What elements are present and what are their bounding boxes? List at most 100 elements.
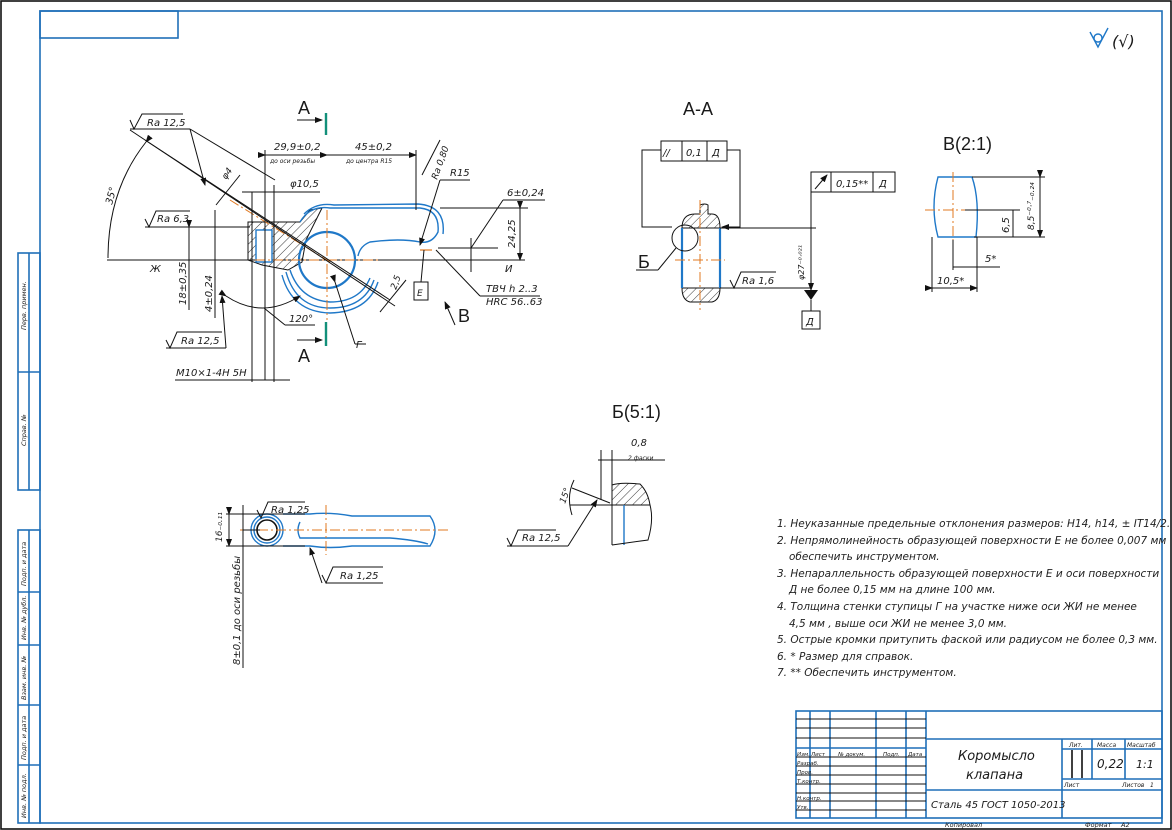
dim-phi4: φ4	[220, 166, 235, 182]
tol2-value: 0,15**	[836, 179, 868, 190]
detail-b: Б(5:1) 0,8 2 фаски 15° Ra 12,5	[506, 402, 665, 548]
stamp-header: № докум.	[837, 752, 865, 758]
view-v: В(2:1) 6,5 8,5⁻⁰·⁷₋₀.₂₄ 5* 10,5*	[925, 134, 1045, 292]
mass-label: Масса	[1097, 742, 1116, 749]
angle-35: 35°	[104, 186, 119, 206]
side-label: Инв. № дубл.	[20, 596, 28, 640]
sheets-label: Листов	[1121, 782, 1145, 789]
stamp-header: Дата	[907, 752, 923, 758]
side-label: Перв. примен.	[20, 281, 28, 330]
dim-45-note: до центра R15	[345, 158, 392, 165]
note-2: 2. Непрямолинейность образующей поверхно…	[777, 534, 1167, 547]
stamp-header: Подп.	[883, 752, 900, 758]
dim-29-9-note: до оси резьбы	[269, 158, 315, 165]
note-4-cont: 4,5 мм , выше оси ЖИ не менее 3,0 мм.	[789, 617, 1008, 630]
dim-6-5: 6,5	[1001, 217, 1012, 233]
lit-label: Лит.	[1068, 742, 1083, 749]
angle-15: 15°	[558, 487, 573, 505]
note-2-cont: обеспечить инструментом.	[789, 551, 940, 564]
top-left-stamp-box	[39, 10, 179, 39]
side-label: Справ. №	[20, 414, 28, 446]
dim-45: 45±0,2	[355, 142, 392, 153]
side-stamp: Перв. примен. Справ. № Подп. и дата Инв.…	[17, 252, 41, 824]
view-b-arrow	[444, 301, 456, 326]
note-5: 5. Острые кромки притупить фаской или ра…	[777, 634, 1158, 647]
thread-spec: M10×1-4H 5H	[176, 368, 247, 379]
section-mark-bottom: А	[298, 346, 310, 366]
view-v-title: В(2:1)	[943, 134, 992, 154]
ra-6-3: Ra 6,3	[157, 214, 189, 225]
stamp-header: Лист	[810, 752, 826, 758]
copied-label: Копировал	[945, 821, 982, 829]
note-4: 4. Толщина стенки ступицы Г на участке н…	[777, 600, 1137, 613]
main-view: А А 35° Ra 12,5 φ4	[104, 98, 545, 382]
dim-10-5: 10,5*	[937, 276, 964, 287]
section-aa-title: А-А	[683, 99, 713, 119]
runout-icon	[814, 174, 828, 190]
ra-0-80: Ra 0,80	[430, 145, 451, 181]
note-1: 1. Неуказанные предельные отклонения раз…	[777, 518, 1171, 530]
ra-1-25-bottom: Ra 1,25	[340, 571, 379, 582]
ra-top: Ra 12,5	[147, 118, 186, 129]
dim-height: 8,5⁻⁰·⁷₋₀.₂₄	[1027, 182, 1037, 230]
dim-note: 2 фаски	[628, 455, 653, 462]
note-3: 3. Непараллельность образующей поверхнос…	[777, 567, 1160, 580]
dim-6: 6±0,24	[507, 188, 544, 199]
section-mark-top: А	[298, 98, 310, 118]
mass-value: 0,22	[1097, 757, 1124, 771]
axis-zh: Ж	[149, 264, 162, 275]
stamp-role: Пров.	[797, 770, 813, 776]
dim-29-9: 29,9±0,2	[274, 142, 321, 153]
sheets-count: 1	[1150, 782, 1154, 789]
scale-value: 1:1	[1136, 758, 1154, 771]
technical-notes: 1. Неуказанные предельные отклонения раз…	[777, 516, 1171, 682]
ra-bottom: Ra 12,5	[181, 336, 220, 347]
side-label: Подп. и дата	[20, 716, 28, 760]
dim-24-25: 24,25	[507, 219, 518, 248]
part-title-line2: клапана	[966, 768, 1023, 783]
detail-b-callout: Б	[638, 252, 650, 272]
dim-phi27: φ27⁻⁰·⁰²¹	[797, 245, 806, 280]
label-e: Е	[417, 289, 423, 299]
title-block: Изм. Лист № докум. Подп. Дата Разраб. Пр…	[795, 710, 1163, 829]
note-7: 7. ** Обеспечить инструментом.	[777, 667, 957, 680]
stamp-role: Утв.	[797, 805, 809, 811]
sheet-label: Лист	[1063, 782, 1080, 789]
stamp-role: Т.контр.	[797, 779, 821, 785]
format-value: А2	[1120, 821, 1130, 829]
side-label: Инв. № подл.	[20, 773, 28, 818]
dim-phi10-5: φ10,5	[290, 179, 319, 190]
stamp-header: Изм.	[797, 752, 810, 758]
detail-b-title: Б(5:1)	[612, 402, 661, 422]
dim-4: 4±0,24	[204, 275, 215, 312]
top-view: 16₋₀.₁₁ 8±0,1 до оси резьбы Ra 1,25 Ra 1…	[215, 501, 450, 668]
dim-8: 8±0,1 до оси резьбы	[231, 556, 243, 665]
hardening-2: HRC 56..63	[486, 297, 542, 308]
ra-1-25-top: Ra 1,25	[271, 505, 310, 516]
roughness-bracket: (√)	[1112, 32, 1135, 51]
stamp-role: Н.контр.	[797, 796, 822, 802]
format-label: Формат	[1085, 821, 1112, 829]
dim-2-5: 2,5	[389, 274, 403, 291]
part-title-line1: Коромысло	[958, 749, 1035, 764]
note-6: 6. * Размер для справок.	[777, 650, 914, 663]
general-roughness: (√)	[1089, 27, 1135, 51]
note-3-cont: Д не более 0,15 мм на длине 100 мм.	[789, 584, 996, 597]
label-g: Г	[356, 340, 363, 351]
ra-12-5-detail: Ra 12,5	[522, 533, 561, 544]
dim-16: 16₋₀.₁₁	[215, 512, 225, 542]
tol1-value: 0,1	[686, 148, 702, 159]
scale-label: Масштаб	[1127, 742, 1156, 749]
side-label: Взам. инв. №	[20, 656, 28, 700]
tol1-datum: Д	[711, 148, 720, 159]
dim-0-8: 0,8	[631, 438, 647, 449]
drawing-frame	[39, 10, 1163, 824]
stamp-role: Разраб.	[797, 761, 819, 767]
tol1-symbol: //	[662, 148, 671, 159]
roughness-check-icon	[1089, 27, 1109, 49]
side-label: Подп. и дата	[20, 542, 28, 586]
tol2-datum: Д	[878, 179, 887, 190]
dim-5: 5*	[985, 254, 996, 265]
